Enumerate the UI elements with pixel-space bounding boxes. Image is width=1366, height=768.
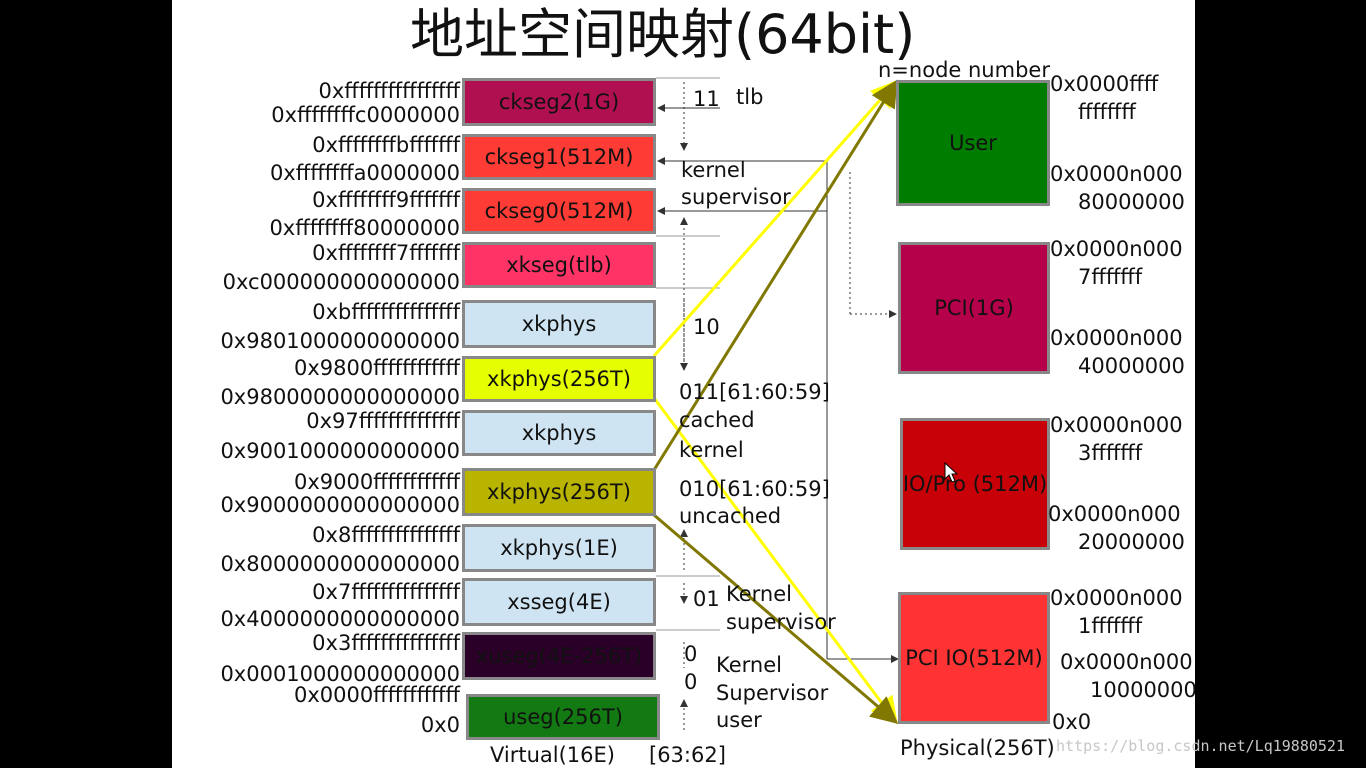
paddr-top-2: 3fffffff (1078, 441, 1143, 465)
phys-block-user: User (896, 80, 1050, 206)
paddr-bot-2: 40000000 (1078, 354, 1185, 378)
annot-cached-3: kernel (679, 438, 744, 462)
vaddr-top: 0x0000ffffffffffff (293, 683, 460, 707)
paddr-bot-1: 0x0000n000 (1050, 162, 1183, 186)
vaddr-bottom: 0x9801000000000000 (220, 329, 460, 353)
segment-xuseg: xuseg(4E-256T) (462, 632, 656, 680)
segment-ckseg2: ckseg2(1G) (462, 78, 656, 126)
vaddr-bottom: 0x0001000000000000 (220, 662, 460, 686)
annot-bits-10: 10 (693, 315, 720, 339)
vaddr-top: 0xffffffff9fffffff (312, 188, 460, 212)
segment-ckseg1: ckseg1(512M) (462, 134, 656, 180)
paddr-top-1: 0x0000ffff (1050, 72, 1159, 96)
annot-kernel: kernel (681, 158, 746, 182)
vaddr-bottom: 0xffffffff80000000 (269, 216, 460, 240)
vaddr-bottom: 0x9000000000000000 (220, 493, 460, 517)
vaddr-top: 0xffffffffffffffff (318, 79, 460, 103)
virtual-footer: Virtual(16E) (490, 743, 615, 767)
segment-xkphys-1e: xkphys(1E) (462, 524, 656, 572)
vaddr-bottom: 0xc000000000000000 (222, 270, 460, 294)
vaddr-bottom: 0x0 (420, 713, 460, 737)
annot-bits-0a: 0 (684, 642, 698, 666)
annot-tlb: tlb (736, 85, 764, 109)
phys-block-io: IO/Pro (512M) (900, 418, 1050, 550)
segment-xkphys-uncached: xkphys(256T) (462, 468, 656, 516)
segment-xkphys-1: xkphys (462, 300, 656, 348)
paddr-bot-1: 0x0000n000 (1048, 502, 1181, 526)
segment-useg: useg(256T) (466, 694, 660, 740)
annot-tlb-bits: 11 (693, 87, 720, 111)
annot-supervisor: supervisor (681, 185, 791, 209)
segment-ckseg0: ckseg0(512M) (462, 188, 656, 234)
cached-mapping-lines (652, 79, 898, 725)
physical-footer: Physical(256T) (900, 736, 1055, 760)
vaddr-top: 0xbfffffffffffffff (312, 300, 460, 324)
vaddr-bottom: 0xffffffffa0000000 (269, 161, 460, 185)
segment-xkphys-cached: xkphys(256T) (462, 356, 656, 402)
mapping-lines (652, 77, 899, 730)
vaddr-top: 0x8fffffffffffffff (312, 523, 460, 547)
guide-lines (656, 77, 720, 631)
vaddr-bottom: 0x8000000000000000 (220, 552, 460, 576)
phys-block-pci: PCI(1G) (898, 242, 1050, 374)
annot-kernel-sup-2: supervisor (726, 610, 836, 634)
vaddr-top: 0xffffffff7fffffff (312, 241, 460, 265)
vaddr-bottom: 0x9800000000000000 (220, 385, 460, 409)
paddr-bot-1: 0x0000n000 (1060, 650, 1193, 674)
paddr-top-2: ffffffff (1078, 100, 1136, 124)
annot-cached-1: 011[61:60:59] (679, 380, 830, 404)
paddr-zero: 0x0 (1052, 710, 1092, 734)
mouse-cursor-icon (944, 462, 958, 483)
vaddr-bottom: 0x9001000000000000 (220, 439, 460, 463)
paddr-top-2: 7fffffff (1078, 265, 1143, 289)
slide: 地址空间映射(64bit) (172, 0, 1195, 768)
annot-node-note: n=node number (878, 58, 1050, 82)
vaddr-bottom: 0x4000000000000000 (220, 607, 460, 631)
segment-xsseg: xsseg(4E) (462, 578, 656, 626)
vaddr-top: 0x7fffffffffffffff (312, 580, 460, 604)
ckseg-connectors (657, 104, 899, 663)
slide-title: 地址空间映射(64bit) (410, 3, 916, 66)
paddr-top-1: 0x0000n000 (1050, 237, 1183, 261)
vaddr-top: 0x9800ffffffffffff (293, 356, 460, 380)
paddr-top-1: 0x0000n000 (1050, 413, 1183, 437)
vaddr-top: 0xffffffffbfffffff (312, 133, 460, 157)
annot-bits-01: 01 (693, 587, 720, 611)
vaddr-top: 0x97ffffffffffffff (306, 409, 460, 433)
paddr-bot-2: 20000000 (1078, 530, 1185, 554)
annot-uncached-2: uncached (679, 504, 782, 528)
annot-ksu-1: Kernel (716, 653, 782, 677)
paddr-bot-1: 0x0000n000 (1050, 326, 1183, 350)
paddr-top-1: 0x0000n000 (1050, 586, 1183, 610)
paddr-bot-2: 10000000 (1090, 678, 1195, 702)
phys-block-pci-io: PCI IO(512M) (898, 592, 1050, 724)
paddr-bot-2: 80000000 (1078, 190, 1185, 214)
vaddr-top: 0x3fffffffffffffff (312, 631, 460, 655)
annot-uncached-1: 010[61:60:59] (679, 477, 830, 501)
vaddr-bottom: 0xffffffffc0000000 (271, 103, 460, 127)
segment-xkseg: xkseg(tlb) (462, 242, 656, 288)
annot-ksu-2: Supervisor (716, 681, 829, 705)
uncached-mapping-lines (652, 79, 899, 724)
segment-xkphys-2: xkphys (462, 410, 656, 456)
virtual-bits-label: [63:62] (649, 743, 726, 767)
watermark: https://blog.csdn.net/Lq19880521 (1056, 737, 1345, 755)
annot-ksu-3: user (716, 708, 762, 732)
annot-cached-2: cached (679, 408, 755, 432)
vaddr-top: 0x9000ffffffffffff (293, 470, 460, 494)
annot-bits-0b: 0 (684, 670, 698, 694)
paddr-top-2: 1fffffff (1078, 614, 1143, 638)
annot-kernel-sup-1: Kernel (726, 582, 792, 606)
